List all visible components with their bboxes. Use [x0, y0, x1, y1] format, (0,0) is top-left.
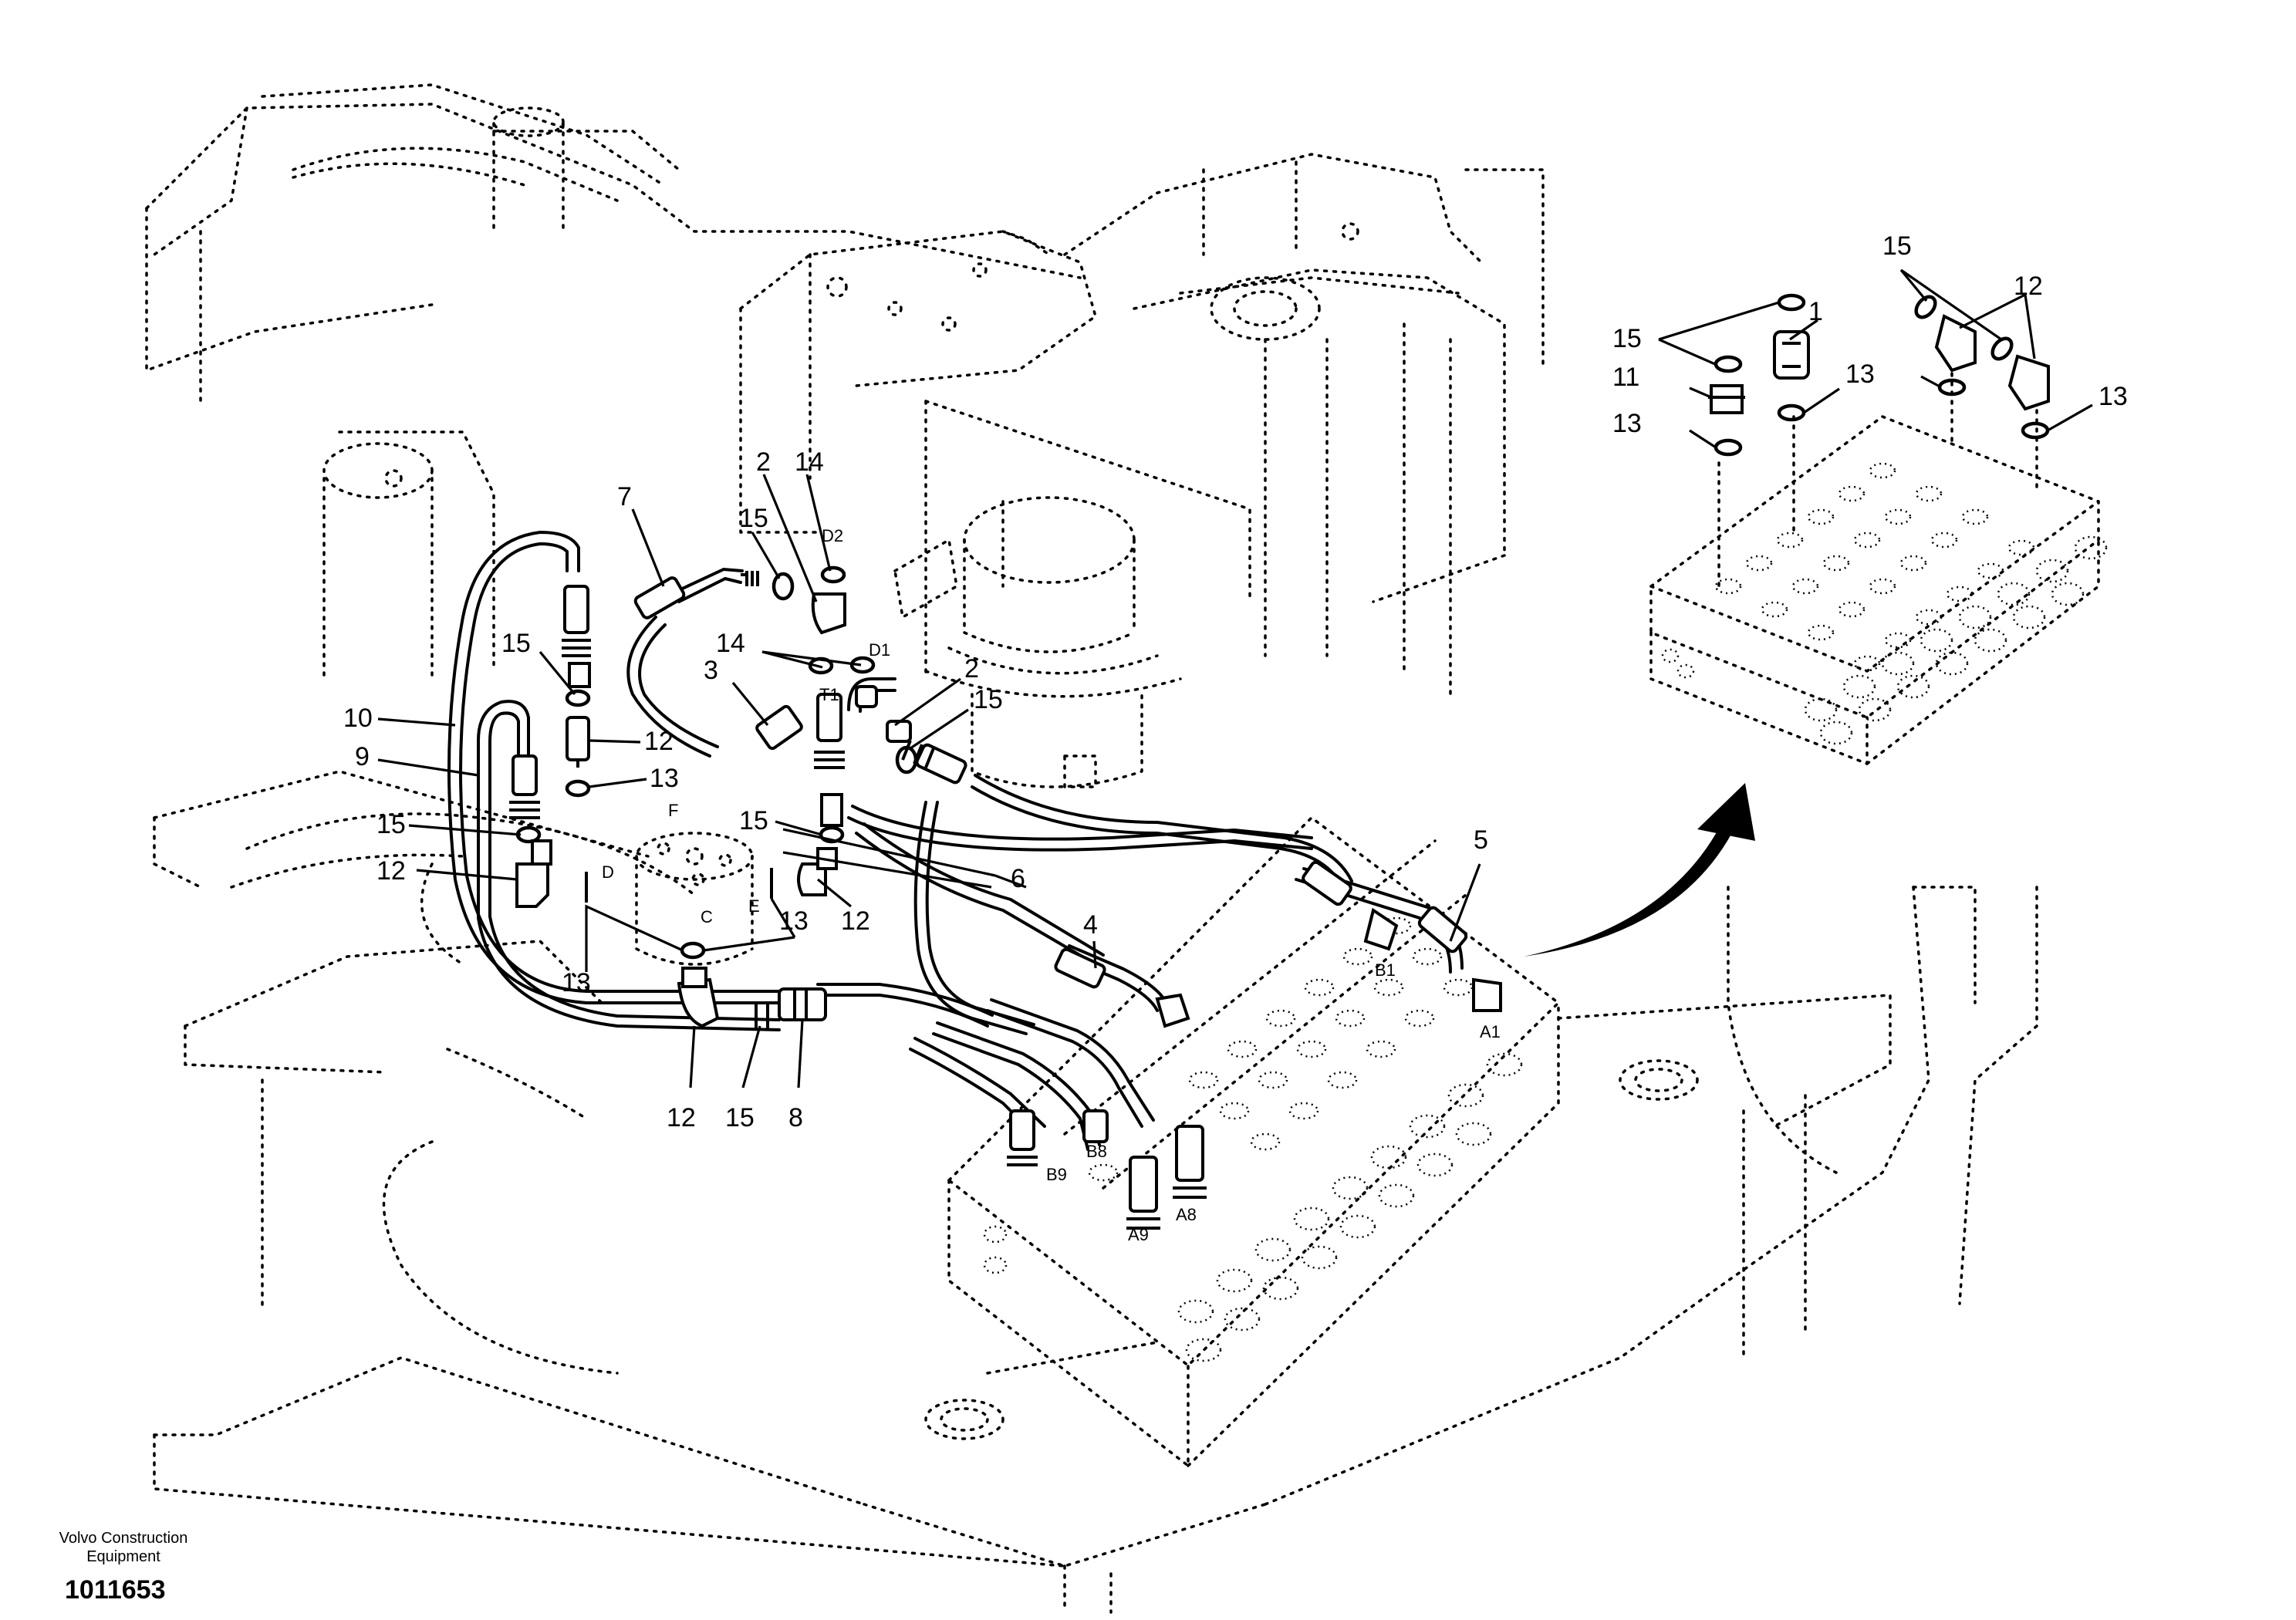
callout-15: 15 — [739, 806, 768, 835]
fittings — [509, 571, 1502, 1230]
callout-2: 2 — [756, 447, 771, 477]
machine-frame-outline — [145, 83, 2038, 1614]
callout-1: 1 — [1808, 297, 1823, 326]
callout-6: 6 — [1011, 864, 1025, 893]
port-label-b9: B9 — [1046, 1165, 1067, 1184]
callout-11: 11 — [1612, 363, 1639, 392]
callout-12: 12 — [644, 727, 674, 756]
port-labels: D2 D1 T1 F D C E B1 A1 B9 B8 A9 A8 — [602, 526, 1501, 1244]
callout-10: 10 — [343, 704, 373, 733]
part-11-detail — [1710, 384, 1744, 414]
callout-7: 7 — [617, 482, 632, 511]
callout-labels: 7 2 14 15 14 3 2 15 15 12 13 10 9 15 12 … — [343, 231, 2128, 1132]
port-label-t1: T1 — [819, 685, 839, 704]
callout-13: 13 — [650, 764, 679, 793]
main-control-valve — [947, 816, 1560, 1467]
valve-block-detail — [1649, 293, 2108, 765]
callout-15: 15 — [376, 810, 406, 839]
callout-2: 2 — [964, 654, 979, 683]
port-label-a1: A1 — [1480, 1022, 1501, 1041]
callout-14: 14 — [716, 629, 745, 658]
callout-15: 15 — [501, 629, 531, 658]
leader-lines — [377, 268, 2093, 1088]
callout-15: 15 — [725, 1103, 755, 1132]
callout-5: 5 — [1474, 825, 1488, 855]
detail-view-arrow — [1524, 783, 1755, 957]
callout-15: 15 — [974, 685, 1003, 714]
callout-14: 14 — [795, 447, 824, 477]
filter-housing — [893, 496, 1182, 788]
port-label-b1: B1 — [1375, 960, 1396, 980]
callout-12: 12 — [841, 906, 870, 936]
port-label-c: C — [701, 907, 713, 926]
port-label-d: D — [602, 862, 614, 882]
callout-9: 9 — [355, 742, 370, 771]
port-label-d2: D2 — [822, 526, 843, 545]
callout-15: 15 — [1882, 231, 1912, 261]
port-label-e: E — [748, 896, 760, 916]
callout-3: 3 — [704, 656, 718, 685]
port-label-f: F — [668, 801, 678, 820]
callout-13: 13 — [1845, 359, 1875, 389]
callout-4: 4 — [1083, 910, 1098, 940]
callout-8: 8 — [788, 1103, 803, 1132]
drawing-number: 1011653 — [65, 1575, 166, 1605]
callout-12: 12 — [2014, 272, 2043, 301]
callout-13: 13 — [562, 968, 591, 997]
footer-block: Volvo Construction Equipment 1011653 — [59, 1530, 188, 1605]
company-name-line-1: Volvo Construction — [59, 1530, 188, 1547]
port-label-b8: B8 — [1086, 1142, 1107, 1161]
callout-12: 12 — [667, 1103, 696, 1132]
callout-13: 13 — [1612, 409, 1642, 438]
callout-15: 15 — [1612, 324, 1642, 353]
company-name-line-2: Equipment — [86, 1548, 160, 1565]
callout-13: 13 — [2098, 382, 2128, 411]
port-label-a9: A9 — [1128, 1225, 1149, 1244]
callout-13: 13 — [779, 906, 809, 936]
part-12-elbow-detail-a — [1934, 314, 1977, 373]
port-label-a8: A8 — [1176, 1205, 1197, 1224]
callout-15: 15 — [739, 504, 768, 533]
center-swivel-block — [635, 832, 754, 966]
port-label-d1: D1 — [869, 640, 890, 660]
hose-lines — [447, 530, 1464, 1151]
callout-12: 12 — [376, 856, 406, 886]
part-12-elbow-detail-b — [2007, 354, 2050, 411]
